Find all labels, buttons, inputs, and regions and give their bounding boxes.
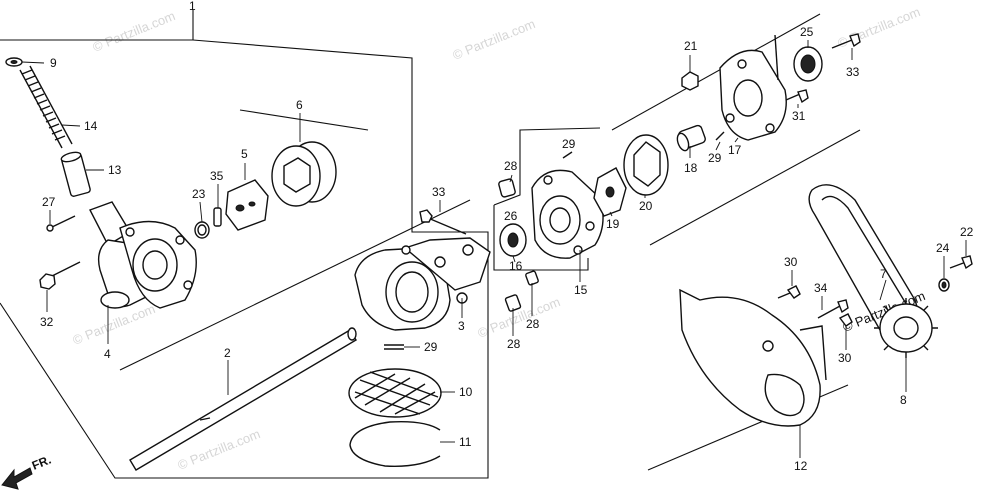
part-10-strainer <box>348 368 442 418</box>
oil-pump-subframe-top <box>493 127 601 206</box>
part-30-bolt-lower <box>838 313 853 327</box>
callout-32: 32 <box>40 315 54 329</box>
part-32-bolt <box>39 261 81 290</box>
callout-29: 29 <box>424 340 438 354</box>
callout-12: 12 <box>794 459 808 473</box>
callout-10: 10 <box>459 385 473 399</box>
part-5-inner-rotor <box>225 179 269 231</box>
callout-17: 17 <box>728 143 742 157</box>
callout-27: 27 <box>42 195 56 209</box>
watermark: © Partzilla.com <box>451 16 538 63</box>
callout-31: 31 <box>792 109 806 123</box>
watermark: © Partzilla.com <box>91 8 178 55</box>
callout-29: 29 <box>562 137 576 151</box>
part-20-outer-rotor <box>623 134 669 196</box>
callout-23: 23 <box>192 187 206 201</box>
part-28-dowel <box>504 270 539 312</box>
front-arrow-label: FR. <box>30 453 53 473</box>
callout-28: 28 <box>526 317 540 331</box>
part-4-pump-housing <box>89 201 197 309</box>
callout-30: 30 <box>784 255 798 269</box>
part-34-bolt <box>817 299 849 319</box>
part-30-bolt <box>777 285 801 299</box>
callout-26: 26 <box>504 209 518 223</box>
callout-leaders <box>21 40 967 458</box>
callout-3: 3 <box>458 319 465 333</box>
cover-group-frame <box>649 129 861 246</box>
part-23-o-ring <box>194 221 210 239</box>
part-27-bolt <box>46 215 76 232</box>
callout-6: 6 <box>296 98 303 112</box>
callout-33: 33 <box>846 65 860 79</box>
callout-1: 1 <box>189 0 196 13</box>
callout-15: 15 <box>574 283 588 297</box>
callout-4: 4 <box>104 347 111 361</box>
part-16-pump-body <box>531 169 604 259</box>
rotor-box-frame <box>119 199 471 371</box>
part-29-pin <box>384 344 404 350</box>
part-31-bolt <box>785 89 809 104</box>
callout-18: 18 <box>684 161 698 175</box>
part-14-spring <box>19 65 73 149</box>
part-18-sleeve <box>676 124 706 152</box>
callout-20: 20 <box>639 199 653 213</box>
part-12-chain-cover <box>679 288 827 427</box>
pump-assembly-frame <box>0 39 489 479</box>
callout-29: 29 <box>708 151 722 165</box>
part-19-inner-rotor <box>593 167 627 217</box>
callout-35: 35 <box>210 169 224 183</box>
top-right-frame <box>611 13 821 131</box>
callout-30: 30 <box>838 351 852 365</box>
rotor-box-frame-2 <box>239 109 369 131</box>
part-26-seal <box>499 223 527 257</box>
callout-16: 16 <box>509 259 523 273</box>
callout-11: 11 <box>459 435 472 449</box>
part-29-pin-right <box>715 131 725 141</box>
part-29-pin-top <box>562 151 573 159</box>
part-22-bolt <box>949 255 973 270</box>
callout-33: 33 <box>432 185 446 199</box>
callout-2: 2 <box>224 346 231 360</box>
callout-7: 7 <box>880 267 887 281</box>
part-28-dowel-top <box>498 178 516 198</box>
part-24-washer <box>938 278 950 292</box>
callout-8: 8 <box>900 393 907 407</box>
part-17-pump-cover <box>719 34 787 141</box>
callout-labels: 1 9 14 13 27 32 4 23 35 5 6 2 33 3 29 10… <box>40 0 974 473</box>
callout-14: 14 <box>84 119 98 133</box>
callout-22: 22 <box>960 225 974 239</box>
part-6-outer-rotor <box>271 141 337 207</box>
part-33-bolt-top <box>831 33 861 49</box>
callout-5: 5 <box>241 147 248 161</box>
oil-pump-subframe <box>493 205 589 271</box>
callout-9: 9 <box>50 56 57 70</box>
part-8-sprocket <box>874 298 938 358</box>
callout-28: 28 <box>507 337 521 351</box>
part-9-clip <box>5 57 23 67</box>
callout-34: 34 <box>814 281 828 295</box>
callout-28: 28 <box>504 159 518 173</box>
part-2-shaft <box>129 327 357 471</box>
callout-24: 24 <box>936 241 950 255</box>
part-35-dowel <box>213 207 222 227</box>
front-arrow: FR. <box>1 453 53 490</box>
part-3-pump-body <box>354 237 491 331</box>
callout-21: 21 <box>684 39 698 53</box>
watermark: © Partzilla.com <box>836 4 923 51</box>
part-11-ring <box>349 420 441 467</box>
part-33-bolt <box>419 209 467 235</box>
callout-13: 13 <box>108 163 122 177</box>
callout-19: 19 <box>606 217 620 231</box>
callout-25: 25 <box>800 25 814 39</box>
part-25-bearing <box>793 46 823 82</box>
part-21-nut <box>681 71 699 91</box>
part-13-sleeve <box>60 151 91 197</box>
